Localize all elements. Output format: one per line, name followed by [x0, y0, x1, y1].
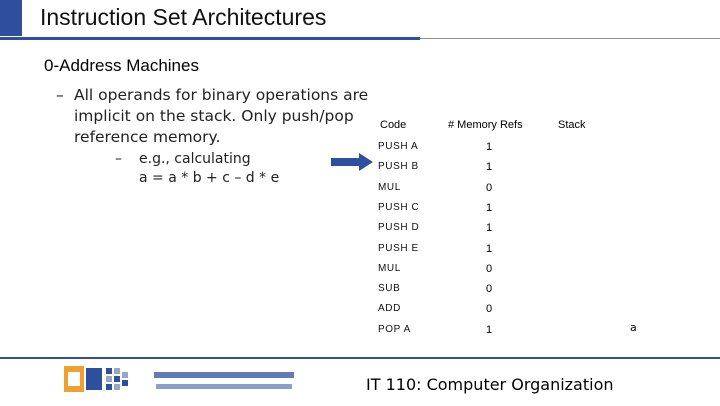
- memory-ref-count: 1: [485, 201, 493, 214]
- bullet-sub-dash: –: [115, 151, 122, 167]
- memory-ref-count: 1: [485, 161, 493, 174]
- footer-course-title: IT 110: Computer Organization: [366, 375, 614, 394]
- slide-title: Instruction Set Architectures: [40, 4, 327, 30]
- stack-value: a: [630, 321, 637, 334]
- memory-ref-count: 0: [485, 181, 493, 194]
- memory-ref-count: 1: [485, 222, 493, 235]
- bullet-sub-line1: e.g., calculating: [139, 151, 251, 167]
- instruction-code: MUL: [378, 181, 401, 193]
- title-rule: [0, 37, 420, 40]
- instruction-code: SUB: [378, 283, 401, 295]
- instruction-code: PUSH A: [378, 141, 419, 152]
- memory-ref-count: 1: [485, 242, 493, 255]
- title-rule-thin: [420, 38, 720, 39]
- instruction-code: MUL: [378, 262, 401, 274]
- memory-ref-count: 0: [485, 262, 493, 275]
- memory-ref-count: 0: [485, 303, 493, 316]
- memory-ref-count: 1: [485, 141, 493, 153]
- instruction-code: PUSH E: [378, 242, 419, 254]
- instruction-code: PUSH C: [378, 201, 420, 213]
- slide-subtitle: 0-Address Machines: [44, 56, 199, 75]
- instruction-code: ADD: [378, 303, 401, 315]
- university-logo: [64, 362, 304, 406]
- bullet-sub: – e.g., calculating a = a * b + c – d * …: [115, 150, 359, 188]
- footer-rule: [0, 357, 720, 359]
- title-accent-block: [0, 0, 22, 36]
- header-code: Code: [380, 119, 407, 131]
- bullet-main: – All operands for binary operations are…: [56, 85, 374, 148]
- memory-ref-count: 0: [485, 283, 493, 296]
- instruction-code: PUSH B: [378, 161, 419, 173]
- bullet-main-text: All operands for binary operations are i…: [74, 86, 369, 146]
- instruction-code: POP A: [378, 323, 411, 335]
- memory-ref-count: 1: [485, 323, 493, 336]
- header-memory-refs: # Memory Refs: [448, 119, 523, 131]
- instruction-code: PUSH D: [378, 222, 420, 234]
- bullet-sub-line2: a = a * b + c – d * e: [139, 170, 280, 186]
- bullet-dash: –: [56, 86, 64, 104]
- header-stack: Stack: [558, 119, 586, 131]
- right-arrow-icon: [331, 153, 373, 175]
